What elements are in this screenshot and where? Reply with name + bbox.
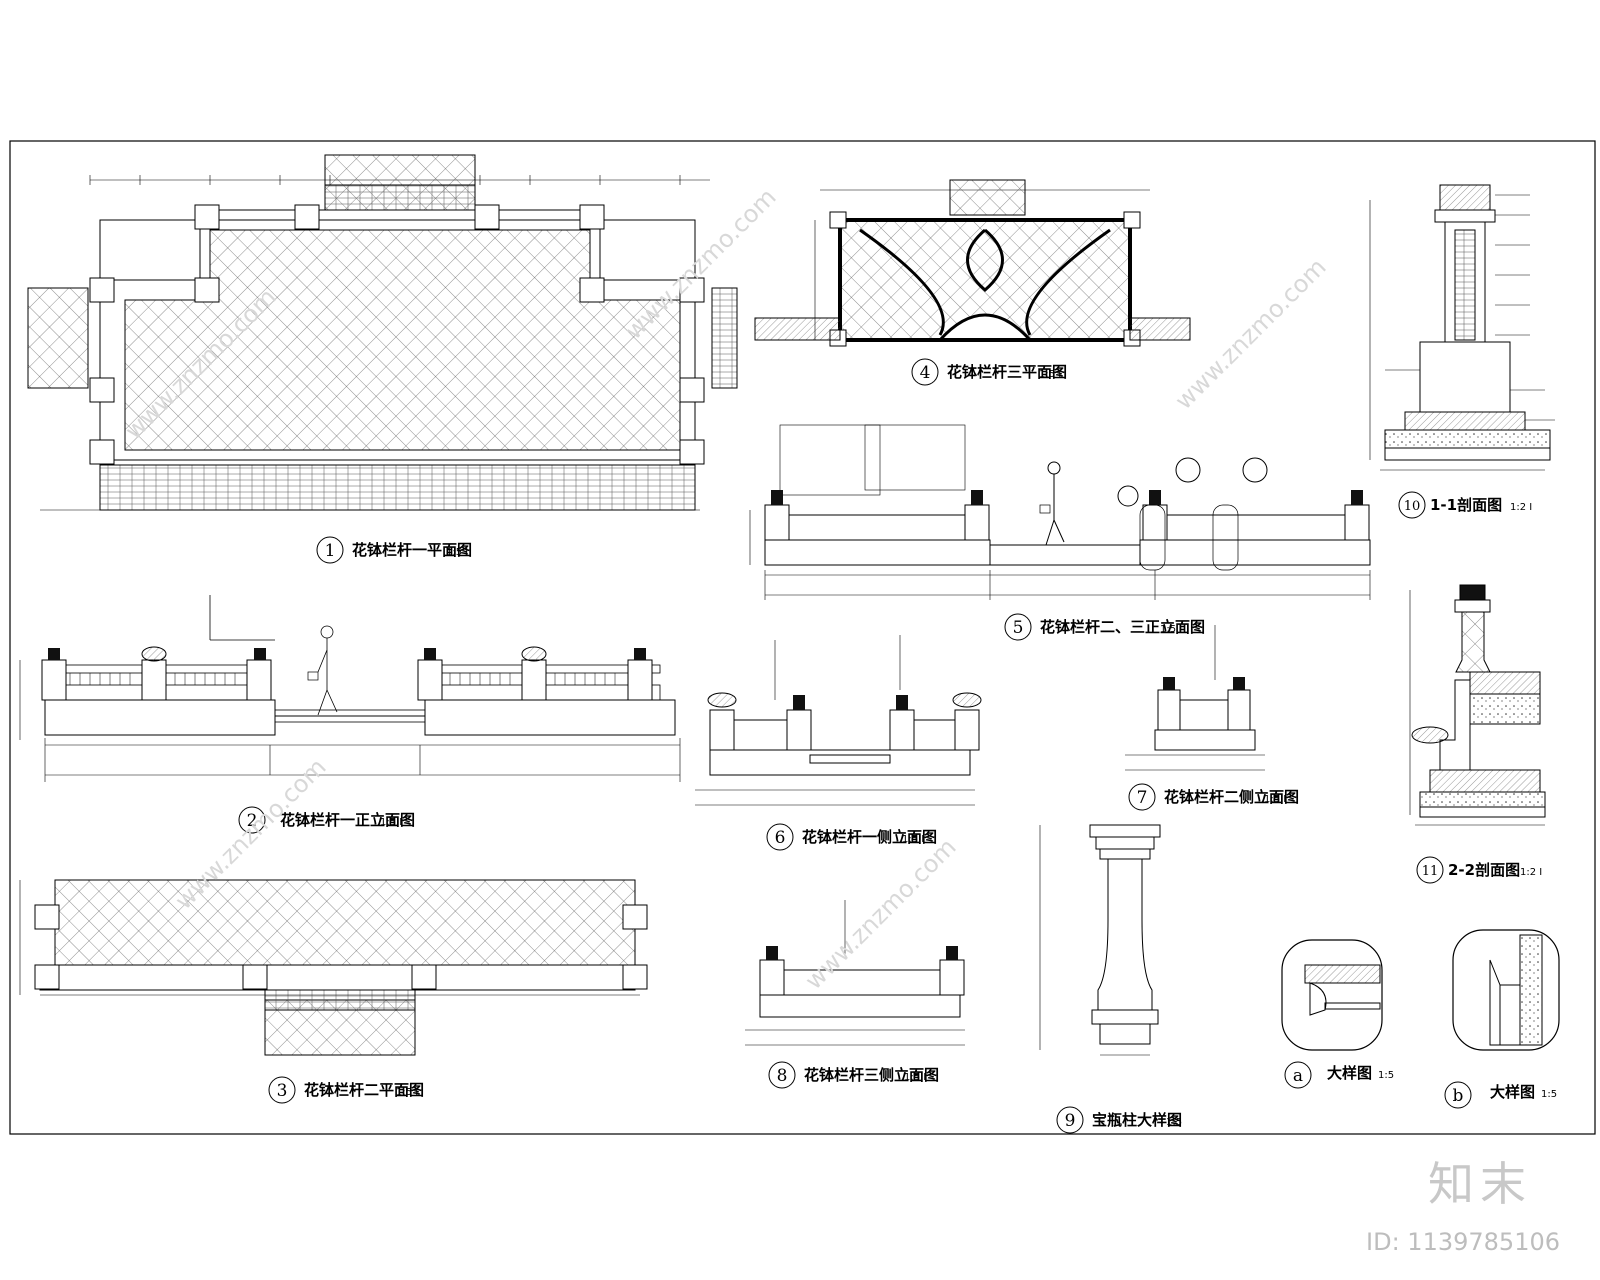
view-6-side	[695, 635, 982, 806]
detail-b-num: b	[1453, 1086, 1464, 1106]
detail-b-label: b 大样图 1:5	[1444, 1081, 1557, 1109]
detail-b	[1452, 929, 1560, 1051]
view-2-callout	[238, 806, 266, 834]
view-4-plan	[754, 179, 1191, 347]
view-11-section	[1409, 584, 1546, 826]
view-7-label: 7 花钵栏杆二侧立面图 1:5 I	[1128, 783, 1299, 811]
view-8-side	[745, 900, 965, 1046]
view-10-label: 10 1-1剖面图 1:2 I	[1398, 491, 1532, 519]
view-9-label: 9 宝瓶柱大样图 1:5	[1056, 1106, 1182, 1134]
detail-a-num: a	[1293, 1066, 1303, 1086]
view-8-callout	[768, 1061, 796, 1089]
view-11-title: 2-2剖面图	[1448, 861, 1520, 879]
view-2-num: 2	[247, 811, 258, 831]
view-3-num: 3	[277, 1081, 288, 1101]
view-1-label: 1 花钵栏杆一平面图 1:5 I	[316, 536, 472, 564]
view-7-scale: 1:5 I	[1264, 794, 1286, 805]
view-1-plan	[27, 154, 738, 511]
detail-a	[1281, 939, 1383, 1051]
view-9-baluster	[1039, 824, 1161, 1056]
view-7-num: 7	[1137, 788, 1148, 808]
view-1-num: 1	[325, 541, 336, 561]
view-5-title: 花钵栏杆二、三正立面图	[1040, 618, 1205, 636]
view-10-callout	[1398, 491, 1426, 519]
view-3-title: 花钵栏杆二平面图	[304, 1081, 424, 1099]
view-6-title: 花钵栏杆一侧立面图	[802, 828, 937, 846]
detail-b-scale: 1:5	[1541, 1089, 1557, 1100]
view-9-title: 宝瓶柱大样图	[1092, 1111, 1182, 1129]
view-4-num: 4	[920, 363, 931, 383]
view-8-label: 8 花钵栏杆三侧立面图 1:5 I	[768, 1061, 939, 1089]
view-5-num: 5	[1013, 618, 1024, 638]
view-3-scale: 1:5 I	[396, 1087, 418, 1098]
view-4-scale: 1:5 I	[1039, 369, 1061, 380]
view-7-title: 花钵栏杆二侧立面图	[1164, 788, 1299, 806]
view-9-scale: 1:5	[1166, 1117, 1182, 1128]
detail-a-callout	[1284, 1061, 1312, 1089]
view-6-label: 6 花钵栏杆一侧立面图 1:5 I	[766, 823, 937, 851]
view-11-scale: 1:2 I	[1520, 867, 1542, 878]
detail-a-title: 大样图	[1327, 1064, 1372, 1082]
view-3-plan	[19, 879, 648, 1056]
view-1-callout	[316, 536, 344, 564]
view-5-elevation	[749, 424, 1371, 600]
view-7-callout	[1128, 783, 1156, 811]
detail-b-title: 大样图	[1490, 1083, 1535, 1101]
view-9-callout	[1056, 1106, 1084, 1134]
view-1-title: 花钵栏杆一平面图	[352, 541, 472, 559]
view-10-section	[1369, 184, 1555, 471]
detail-a-scale: 1:5	[1378, 1070, 1394, 1081]
view-4-label: 4 花钵栏杆三平面图 1:5 I	[911, 358, 1067, 386]
view-3-callout	[268, 1076, 296, 1104]
view-2-title: 花钵栏杆一正立面图	[280, 811, 415, 829]
sheet-border	[9, 140, 1596, 1135]
view-2-elevation	[19, 595, 681, 782]
view-10-title: 1-1剖面图	[1430, 496, 1502, 514]
view-1-scale: 1:5 I	[446, 547, 468, 558]
view-11-label: 11 2-2剖面图 1:2 I	[1416, 856, 1542, 884]
view-2-label: 2 花钵栏杆一正立面图 1:5 I	[238, 806, 415, 834]
view-6-num: 6	[775, 828, 786, 848]
view-8-scale: 1:5 I	[904, 1072, 926, 1083]
view-5-callout	[1004, 613, 1032, 641]
view-10-num: 10	[1404, 499, 1421, 514]
view-6-scale: 1:5 I	[902, 834, 924, 845]
detail-b-callout	[1444, 1081, 1472, 1109]
view-10-scale: 1:2 I	[1510, 502, 1532, 513]
view-2-scale: 1:5 I	[380, 817, 402, 828]
detail-a-label: a 大样图 1:5	[1284, 1061, 1394, 1089]
view-11-num: 11	[1422, 864, 1439, 879]
view-8-title: 花钵栏杆三侧立面图	[804, 1066, 939, 1084]
view-4-callout	[911, 358, 939, 386]
view-3-label: 3 花钵栏杆二平面图 1:5 I	[268, 1076, 424, 1104]
view-11-callout	[1416, 856, 1444, 884]
watermark-id: ID: 1139785106	[1366, 1228, 1560, 1256]
view-4-title: 花钵栏杆三平面图	[947, 363, 1067, 381]
view-5-label: 5 花钵栏杆二、三正立面图 1:5 I	[1004, 613, 1205, 641]
view-8-num: 8	[777, 1066, 788, 1086]
watermark-brand: 知末	[1428, 1157, 1532, 1211]
view-5-scale: 1:5 I	[1160, 624, 1182, 635]
view-9-num: 9	[1065, 1111, 1076, 1131]
view-6-callout	[766, 823, 794, 851]
view-7-side	[1125, 625, 1265, 771]
